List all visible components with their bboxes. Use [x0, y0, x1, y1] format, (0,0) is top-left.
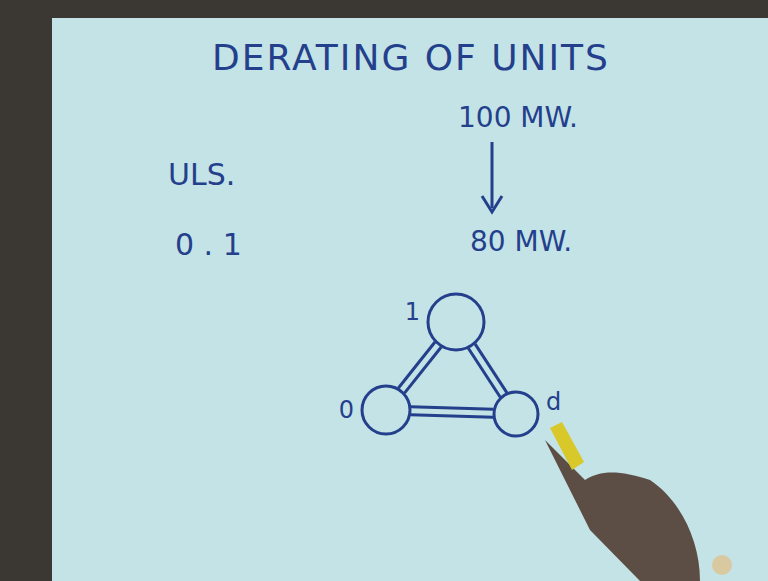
state-label: 0 — [339, 398, 354, 422]
transition-band — [398, 342, 441, 393]
title: DERATING OF UNITS — [212, 40, 610, 76]
state-label: 1 — [405, 300, 420, 324]
unit-state-circle: d — [492, 390, 561, 438]
board-label: 100 MW. — [458, 104, 578, 132]
marker-pen — [550, 422, 584, 470]
circle-outline — [426, 292, 486, 352]
board-label: 0 . 1 — [175, 230, 242, 260]
unit-state-circle: 0 — [339, 384, 412, 436]
circle-outline — [492, 390, 540, 438]
state-label: d — [546, 390, 561, 414]
circle-outline — [360, 384, 412, 436]
board-label: 80 MW. — [470, 228, 572, 256]
down-arrow — [491, 142, 494, 208]
transition-band — [468, 344, 507, 397]
board-label: ULS. — [168, 160, 235, 190]
arrow-head — [482, 196, 502, 212]
transition-band — [411, 407, 494, 418]
unit-state-circle: 1 — [405, 292, 486, 352]
ring — [712, 555, 732, 575]
